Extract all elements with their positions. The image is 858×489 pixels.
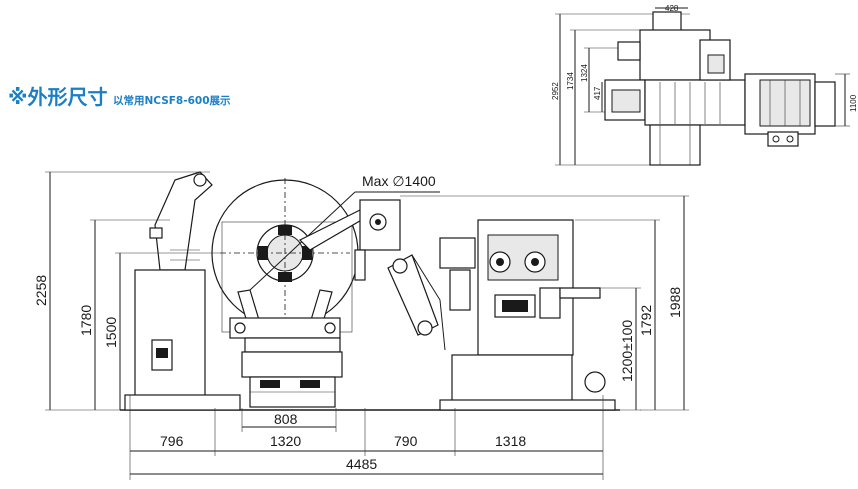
drawing-title: ※外形尺寸 (8, 85, 107, 109)
drawing-subtitle: 以常用NCSF8-600展示 (113, 94, 231, 107)
dim-1792: 1792 (638, 305, 654, 336)
dim-4485: 4485 (346, 456, 377, 472)
dim-1318: 1318 (495, 433, 526, 449)
front-view: Max ∅1400 (33, 171, 689, 480)
dim-1200: 1200±100 (619, 320, 635, 382)
top-view: 2952 1734 1324 417 428 520 (551, 4, 858, 166)
dim-796: 796 (160, 433, 184, 449)
dim-1988: 1988 (667, 287, 683, 318)
dim-790: 790 (394, 433, 418, 449)
dim-1500: 1500 (103, 317, 119, 348)
top-dim-428: 428 (665, 4, 679, 13)
dim-808: 808 (274, 411, 298, 427)
coil-diameter-label: Max ∅1400 (362, 173, 436, 189)
top-dim-1734: 1734 (566, 72, 575, 90)
dim-1320: 1320 (270, 433, 301, 449)
top-dim-1100: 1100 (849, 94, 858, 112)
dim-2258: 2258 (33, 275, 49, 306)
top-dim-1324: 1324 (580, 64, 589, 82)
top-dim-2952: 2952 (551, 82, 560, 100)
dim-1780: 1780 (78, 305, 94, 336)
top-dim-417: 417 (593, 86, 602, 100)
